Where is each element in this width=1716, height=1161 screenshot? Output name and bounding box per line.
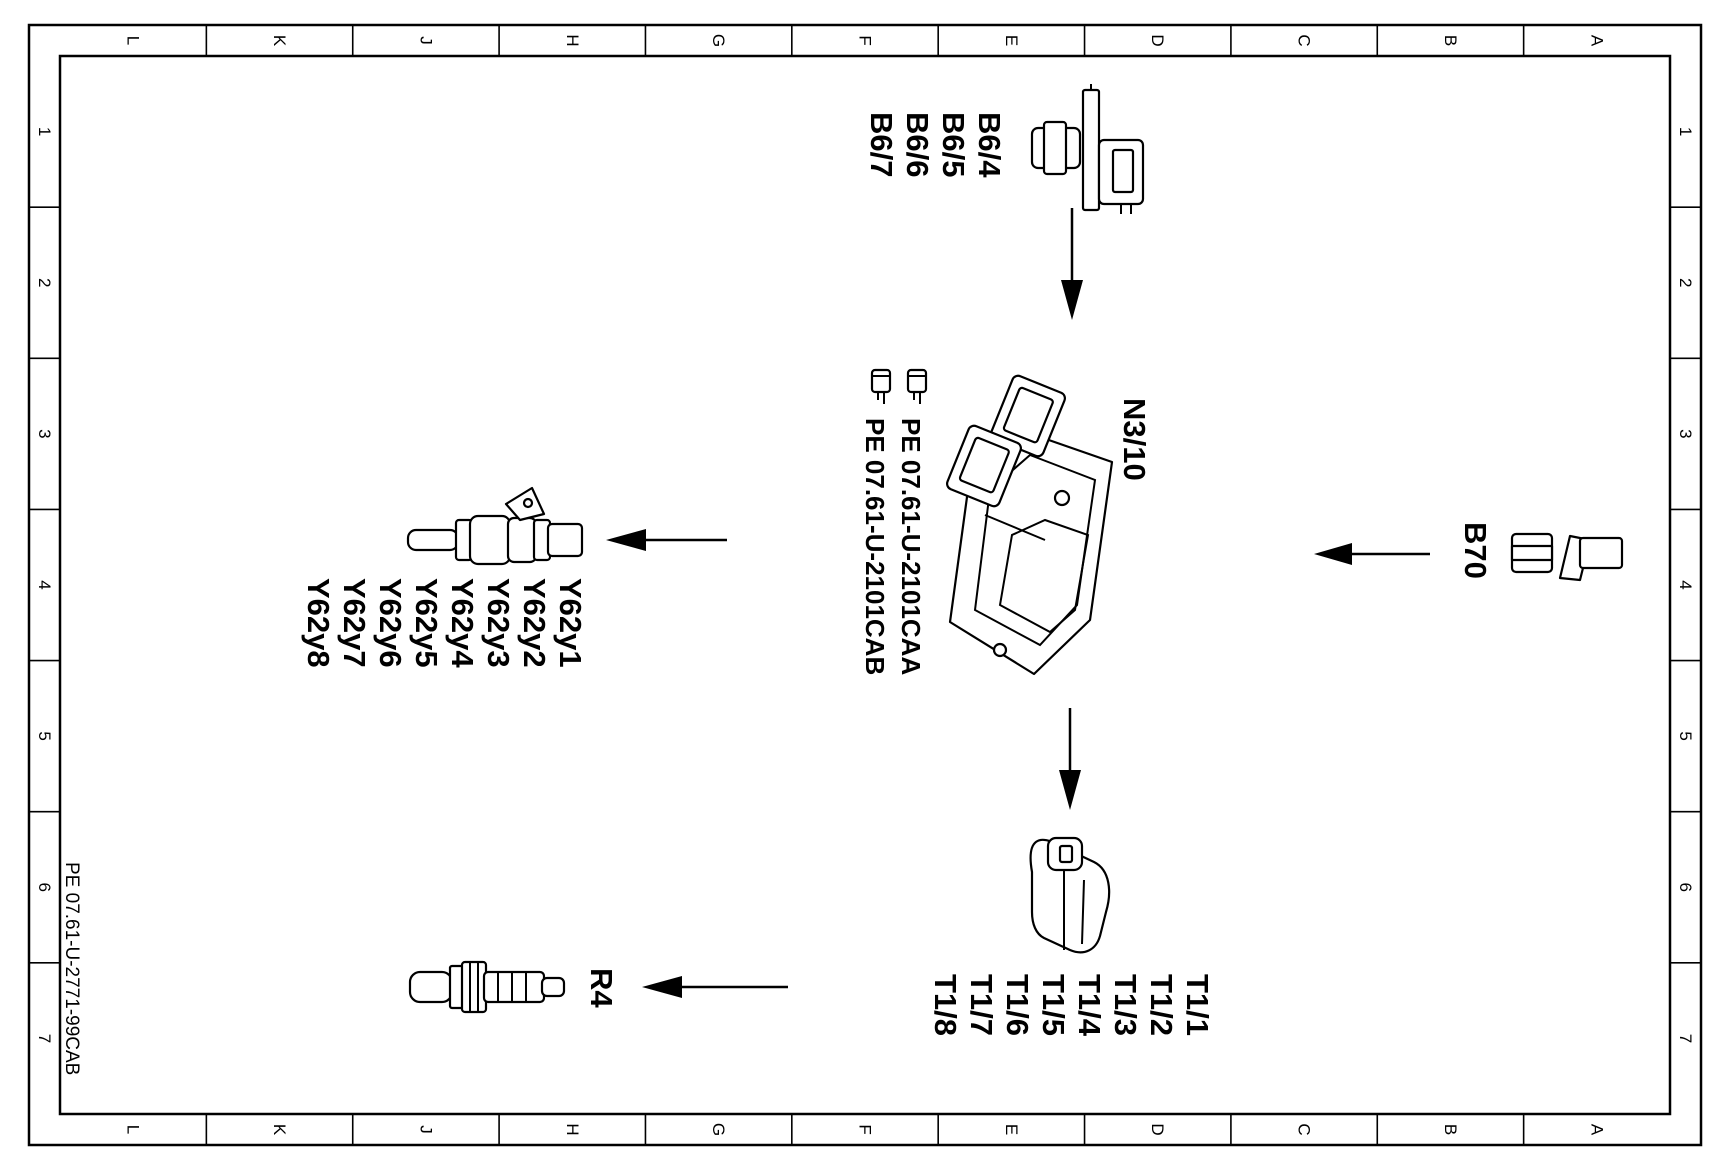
control-unit-reference-2: PE 07.61-U-2101CAB [860, 418, 890, 675]
grid-row-label: 1 [35, 127, 54, 136]
pointing-hand-icon [906, 368, 928, 404]
camshaft-sensor-label: B6/5 [936, 112, 971, 177]
pointing-hand-icon [870, 368, 892, 404]
ignition-coil-label: T1/2 [1144, 974, 1179, 1036]
control-unit-label: N3/10 [1117, 398, 1152, 481]
grid-row-label: 3 [1676, 429, 1695, 438]
crankshaft-sensor-group: B70 [1458, 522, 1624, 582]
grid-row-label: 6 [1676, 883, 1695, 892]
grid-row-label: 2 [35, 278, 54, 287]
grid-column-label: J [416, 1125, 435, 1134]
grid-row-label: 7 [35, 1034, 54, 1043]
grid-column-label: L [124, 1125, 143, 1134]
injector-label: Y62y8 [301, 578, 336, 668]
grid-column-label: C [1295, 1123, 1314, 1135]
inner-border [58, 54, 1672, 1116]
ignition-coil-label: T1/4 [1072, 974, 1107, 1037]
signal-arrow-coils-to-spark-plug [642, 976, 788, 998]
grid-column-label: L [124, 36, 143, 45]
spark-plug-group: R4 [408, 960, 619, 1014]
injector-label: Y62y1 [553, 578, 588, 668]
signal-arrow-ecu-to-injectors [606, 529, 727, 551]
reference-marker-1 [906, 368, 928, 404]
grid-row-label: 1 [1676, 127, 1695, 136]
grid-column-label: D [1148, 1123, 1167, 1135]
signal-arrow-ecu-to-coils [1059, 708, 1081, 810]
camshaft-sensor-label: B6/6 [900, 112, 935, 177]
grid-column-label: B [1441, 35, 1460, 46]
grid-column-label: E [1002, 35, 1021, 46]
injector-label: Y62y7 [337, 578, 372, 668]
grid-column-label: G [709, 1123, 728, 1136]
ignition-coil-label: T1/5 [1036, 974, 1071, 1036]
grid-row-label: 6 [35, 883, 54, 892]
spark-plug-label: R4 [584, 968, 619, 1008]
drawing-number: PE 07.61-U-2771-99CAB [61, 862, 82, 1075]
injector-label: Y62y6 [373, 578, 408, 668]
outer-border [27, 23, 1703, 1147]
signal-arrow-camshaft-to-ecu [1061, 208, 1083, 320]
signal-arrow-crankshaft-to-ecu [1314, 543, 1430, 565]
injector-label: Y62y2 [517, 578, 552, 668]
camshaft-sensor-labels: B6/4 B6/5 B6/6 B6/7 [864, 112, 1007, 178]
crankshaft-sensor-icon [1510, 532, 1624, 582]
camshaft-sensor-icon [1030, 84, 1145, 214]
border-ticks [29, 25, 1701, 1145]
control-unit-group: N3/10 PE 07.61-U-2101CAA PE 07.61-U-2101… [860, 368, 1152, 676]
grid-column-label: B [1441, 1124, 1460, 1135]
grid-row-label: 5 [1676, 731, 1695, 740]
grid-column-label: A [1587, 35, 1606, 47]
grid-column-label: H [563, 1123, 582, 1135]
grid-column-label: D [1148, 34, 1167, 46]
grid-column-label: J [416, 36, 435, 45]
grid-column-label: K [270, 35, 289, 47]
ignition-coil-label: T1/6 [1000, 974, 1035, 1036]
grid-column-label: F [856, 1124, 875, 1134]
grid-column-label: K [270, 1124, 289, 1136]
injector-label: Y62y4 [445, 578, 480, 668]
ignition-coil-label: T1/1 [1180, 974, 1215, 1036]
ignition-coil-label: T1/3 [1108, 974, 1143, 1036]
grid-column-label: E [1002, 1124, 1021, 1135]
grid-column-label: F [856, 35, 875, 45]
ignition-coil-label: T1/8 [928, 974, 963, 1036]
injector-label: Y62y5 [409, 578, 444, 668]
control-unit-reference-1: PE 07.61-U-2101CAA [896, 418, 926, 675]
ignition-coil-label: T1/7 [964, 974, 999, 1036]
ignition-coil-icon [1029, 836, 1111, 954]
grid-row-label: 5 [35, 731, 54, 740]
fuel-injector-icon [406, 486, 584, 566]
crankshaft-sensor-label: B70 [1458, 522, 1493, 579]
grid-column-label: C [1295, 34, 1314, 46]
border-grid-labels: L L K K J J H H G G F F E E D D C C B B A A 1 1 2 2 3 3 4 4 5 5 6 6 7 7 [35, 34, 1695, 1136]
injector-group: Y62y1 Y62y2 Y62y3 Y62y4 Y62y5 Y62y6 Y62y… [301, 486, 588, 668]
injector-label: Y62y3 [481, 578, 516, 668]
grid-row-label: 4 [35, 580, 54, 589]
grid-row-label: 7 [1676, 1034, 1695, 1043]
ignition-coil-group: T1/1 T1/2 T1/3 T1/4 T1/5 T1/6 T1/7 T1/8 [928, 836, 1215, 1037]
grid-column-label: A [1587, 1124, 1606, 1136]
grid-row-label: 2 [1676, 278, 1695, 287]
ignition-coil-labels: T1/1 T1/2 T1/3 T1/4 T1/5 T1/6 T1/7 T1/8 [928, 974, 1215, 1037]
reference-marker-2 [870, 368, 892, 404]
camshaft-sensor-group: B6/4 B6/5 B6/6 B6/7 [864, 84, 1145, 214]
spark-plug-icon [408, 960, 566, 1014]
grid-row-label: 3 [35, 429, 54, 438]
control-unit-icon [946, 374, 1114, 676]
grid-column-label: H [563, 34, 582, 46]
grid-column-label: G [709, 34, 728, 47]
camshaft-sensor-label: B6/7 [864, 112, 899, 177]
camshaft-sensor-label: B6/4 [972, 112, 1007, 178]
grid-row-label: 4 [1676, 580, 1695, 589]
injector-labels: Y62y1 Y62y2 Y62y3 Y62y4 Y62y5 Y62y6 Y62y… [301, 578, 588, 668]
